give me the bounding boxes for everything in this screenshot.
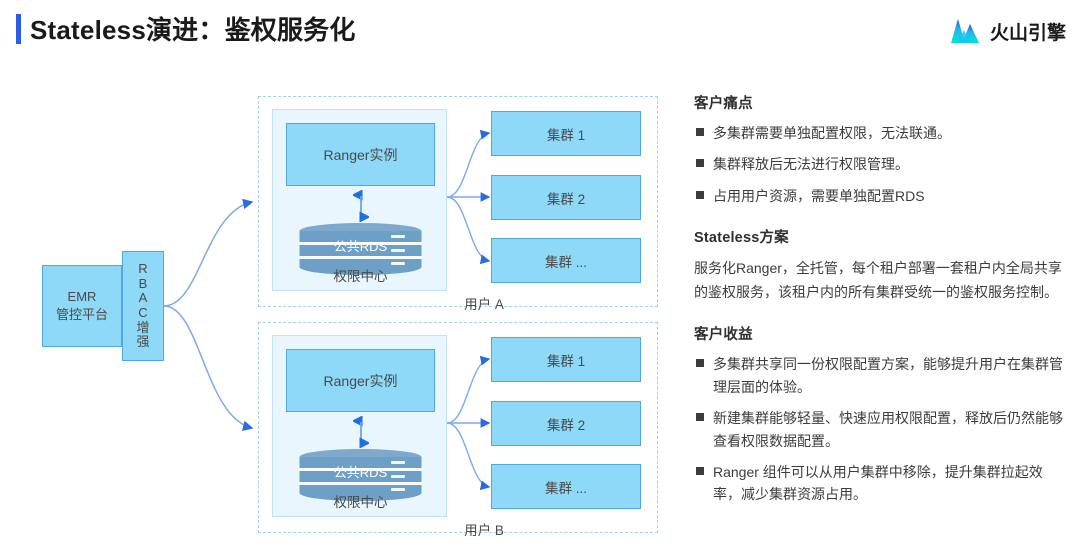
bullet-square-icon xyxy=(696,466,704,475)
list-item: 新建集群能够轻量、快速应用权限配置，释放后仍然能够查看权限数据配置。 xyxy=(694,407,1066,452)
auth-center-panel: Ranger实例 xyxy=(272,109,447,291)
cluster-box[interactable]: 集群 ... xyxy=(491,238,641,283)
auth-center-label: 权限中心 xyxy=(333,495,388,510)
bidirectional-arrow-icon xyxy=(353,416,369,448)
list-item-text: 新建集群能够轻量、快速应用权限配置，释放后仍然能够查看权限数据配置。 xyxy=(713,410,1063,449)
ranger-instance-box[interactable]: Ranger实例 xyxy=(286,349,435,412)
brand-logo: 火山引擎 xyxy=(948,14,1066,48)
cluster-box[interactable]: 集群 2 xyxy=(491,175,641,220)
cluster-fanout-connectors xyxy=(446,355,491,491)
rbac-letter: A xyxy=(138,290,148,306)
cluster-box[interactable]: 集群 ... xyxy=(491,464,641,509)
rbac-letter: B xyxy=(138,275,148,291)
emr-platform-label: EMR 管控平台 xyxy=(55,289,108,322)
bullet-square-icon xyxy=(696,190,704,199)
auth-center-label: 权限中心 xyxy=(333,269,388,284)
bullet-square-icon xyxy=(696,413,704,422)
bullet-square-icon xyxy=(696,128,704,136)
section-stateless-solution: Stateless方案 服务化Ranger，全托管，每个租户部署一套租户内全局共… xyxy=(694,226,1066,304)
list-item: 占用用户资源，需要单独配置RDS xyxy=(694,185,1066,207)
section-heading: 客户收益 xyxy=(694,327,753,344)
ranger-instance-label: Ranger实例 xyxy=(323,372,398,389)
cluster-box[interactable]: 集群 2 xyxy=(491,401,641,446)
ranger-instance-box[interactable]: Ranger实例 xyxy=(286,123,435,186)
user-panel-label: 用户 A xyxy=(464,297,504,312)
list-item-text: 占用用户资源，需要单独配置RDS xyxy=(713,187,925,204)
page-title: Stateless演进：鉴权服务化 xyxy=(30,15,356,45)
section-heading: 客户痛点 xyxy=(694,96,753,112)
bidirectional-arrow-icon xyxy=(353,190,369,222)
section-paragraph: 服务化Ranger，全托管，每个租户部署一套租户内全局共享的鉴权服务，该租户内的… xyxy=(694,260,1062,301)
rbac-letter: 增 xyxy=(136,319,150,335)
list-item: 集群释放后无法进行权限管理。 xyxy=(694,153,1066,175)
ranger-instance-label: Ranger实例 xyxy=(323,146,398,163)
list-item-text: 集群释放后无法进行权限管理。 xyxy=(713,156,909,173)
cluster-label: 集群 ... xyxy=(544,254,587,270)
section-heading: Stateless方案 xyxy=(694,230,789,247)
cluster-box[interactable]: 集群 1 xyxy=(491,111,641,156)
user-panel-b: Ranger实例 xyxy=(258,322,658,538)
public-rds-database-icon[interactable] xyxy=(298,222,423,276)
content-column: 客户痛点 多集群需要单独配置权限，无法联通。 集群释放后无法进行权限管理。 占用… xyxy=(694,92,1066,525)
architecture-diagram: EMR 管控平台 R B A C 增 强 Ranger实例 xyxy=(0,62,680,552)
bullet-square-icon xyxy=(696,159,704,168)
user-panel-a: Ranger实例 xyxy=(258,96,658,312)
list-item-text: 多集群需要单独配置权限，无法联通。 xyxy=(713,125,951,141)
list-item: 多集群需要单独配置权限，无法联通。 xyxy=(694,122,1066,144)
public-rds-database-icon[interactable] xyxy=(298,448,423,502)
bullet-square-icon xyxy=(696,359,704,368)
list-item-text: 多集群共享同一份权限配置方案，能够提升用户在集群管理层面的体验。 xyxy=(713,356,1063,395)
rbac-letter: C xyxy=(138,305,148,320)
cluster-label: 集群 1 xyxy=(546,127,586,143)
cluster-label: 集群 ... xyxy=(544,480,587,496)
cluster-box[interactable]: 集群 1 xyxy=(491,337,641,382)
cluster-label: 集群 2 xyxy=(546,417,586,433)
user-panel-label: 用户 B xyxy=(464,523,504,538)
rbac-enhance-box[interactable]: R B A C 增 强 xyxy=(122,251,164,361)
auth-center-panel: Ranger实例 xyxy=(272,335,447,517)
list-item: Ranger 组件可以从用户集群中移除，提升集群拉起效率，减少集群资源占用。 xyxy=(694,461,1066,506)
cluster-label: 集群 2 xyxy=(546,191,586,207)
cluster-fanout-connectors xyxy=(446,129,491,265)
section-customer-benefits: 客户收益 多集群共享同一份权限配置方案，能够提升用户在集群管理层面的体验。 新建… xyxy=(694,323,1066,505)
brand-name: 火山引擎 xyxy=(989,22,1066,44)
emr-platform-box[interactable]: EMR 管控平台 xyxy=(42,265,122,347)
rbac-letter: 强 xyxy=(136,334,150,350)
title-accent-bar xyxy=(16,14,21,44)
rbac-letter: R xyxy=(138,261,148,277)
mountain-logo-icon xyxy=(950,19,979,43)
section-pain-points: 客户痛点 多集群需要单独配置权限，无法联通。 集群释放后无法进行权限管理。 占用… xyxy=(694,92,1066,207)
list-item: 多集群共享同一份权限配置方案，能够提升用户在集群管理层面的体验。 xyxy=(694,353,1066,398)
cluster-label: 集群 1 xyxy=(546,353,586,369)
list-item-text: Ranger 组件可以从用户集群中移除，提升集群拉起效率，减少集群资源占用。 xyxy=(713,463,1043,503)
page-header: Stateless演进：鉴权服务化 火山引擎 xyxy=(0,0,1080,62)
